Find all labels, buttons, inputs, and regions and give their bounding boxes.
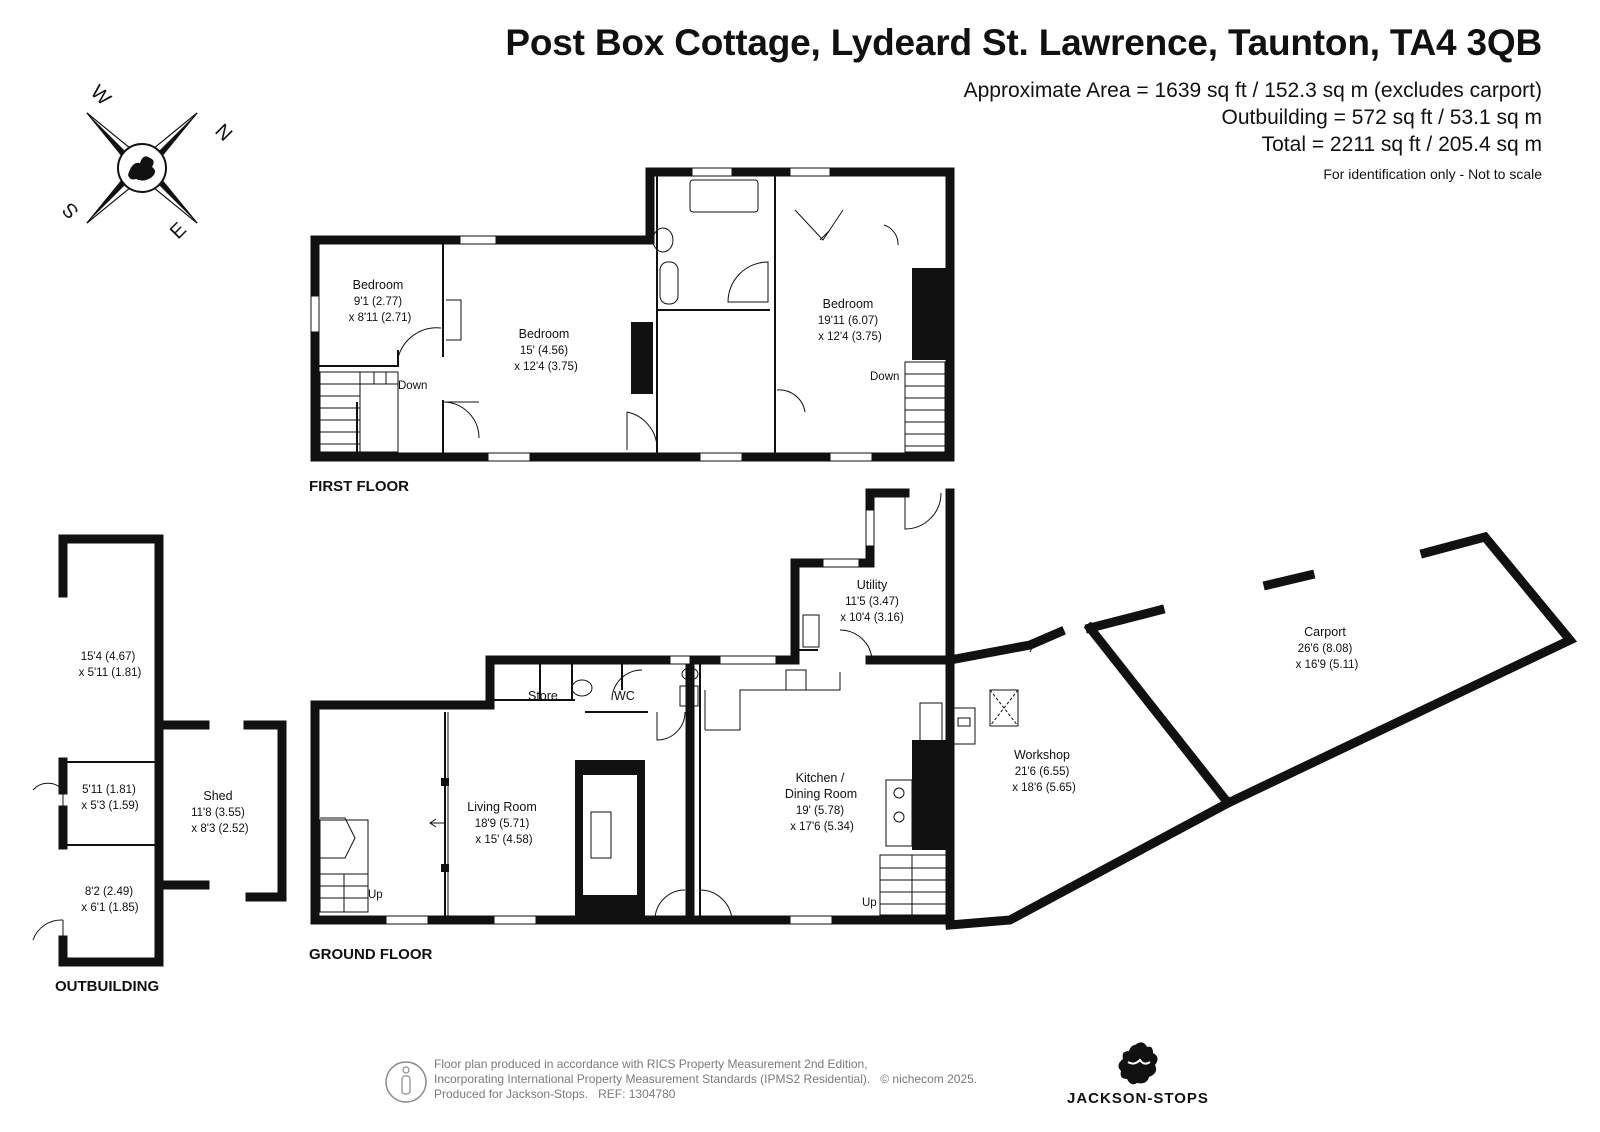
room-bedroom-1: Bedroom 9'1 (2.77) x 8'11 (2.71) [349, 278, 412, 324]
svg-text:19' (5.78): 19' (5.78) [796, 805, 844, 817]
footer-credits: Floor plan produced in accordance with R… [434, 1057, 977, 1102]
svg-text:Living Room: Living Room [467, 800, 536, 814]
compass-e: E [166, 219, 191, 244]
room-carport: Carport 26'6 (8.08) x 16'9 (5.11) [1296, 625, 1359, 671]
svg-text:15' (4.56): 15' (4.56) [520, 345, 568, 357]
svg-text:x 16'9 (5.11): x 16'9 (5.11) [1296, 659, 1359, 671]
compass-n: N [210, 120, 236, 146]
svg-text:5'11 (1.81): 5'11 (1.81) [82, 784, 136, 796]
room-kitchen-dining: Kitchen / Dining Room 19' (5.78) x 17'6 … [785, 771, 857, 833]
footer-line-2: Incorporating International Property Mea… [434, 1072, 978, 1086]
svg-text:18'9 (5.71): 18'9 (5.71) [475, 818, 530, 830]
page-title: Post Box Cottage, Lydeard St. Lawrence, … [505, 22, 1542, 63]
room-bedroom-2: Bedroom 15' (4.56) x 12'4 (3.75) [514, 327, 578, 373]
svg-text:Shed: Shed [203, 789, 232, 803]
compass-rose-icon [86, 112, 198, 224]
svg-text:x 12'4 (3.75): x 12'4 (3.75) [514, 361, 578, 373]
outbuilding-room-1: 15'4 (4.67) x 5'11 (1.81) [79, 651, 142, 679]
svg-text:x 10'4 (3.16): x 10'4 (3.16) [840, 612, 904, 624]
room-shed: Shed 11'8 (3.55) x 8'3 (2.52) [191, 789, 249, 835]
svg-text:x 15' (4.58): x 15' (4.58) [475, 834, 532, 846]
floor-label-outbuilding: OUTBUILDING [55, 978, 159, 995]
compass-s: S [58, 198, 83, 223]
svg-text:Dining Room: Dining Room [785, 787, 857, 801]
svg-text:x 12'4 (3.75): x 12'4 (3.75) [818, 331, 882, 343]
first-floor-plan [310, 167, 955, 462]
footer-copyright: © nichecom 2025. [880, 1072, 978, 1086]
svg-text:8'2 (2.49): 8'2 (2.49) [85, 886, 133, 898]
svg-text:Bedroom: Bedroom [823, 297, 874, 311]
svg-text:x 18'6 (5.65): x 18'6 (5.65) [1012, 782, 1076, 794]
room-living: Living Room 18'9 (5.71) x 15' (4.58) [467, 800, 536, 846]
area-total: Total = 2211 sq ft / 205.4 sq m [1261, 133, 1542, 156]
svg-text:x 5'11 (1.81): x 5'11 (1.81) [79, 667, 142, 679]
area-outbuilding: Outbuilding = 572 sq ft / 53.1 sq m [1221, 106, 1542, 129]
outbuilding-room-3: 8'2 (2.49) x 6'1 (1.85) [81, 886, 138, 914]
room-workshop: Workshop 21'6 (6.55) x 18'6 (5.65) [1012, 748, 1076, 794]
svg-text:Bedroom: Bedroom [353, 278, 404, 292]
svg-text:21'6 (6.55): 21'6 (6.55) [1015, 766, 1070, 778]
footer-ref: REF: 1304780 [598, 1087, 676, 1101]
scale-note: For identification only - Not to scale [1323, 166, 1542, 182]
svg-text:15'4 (4.67): 15'4 (4.67) [81, 651, 136, 663]
room-utility: Utility 11'5 (3.47) x 10'4 (3.16) [840, 578, 904, 624]
svg-text:x 17'6 (5.34): x 17'6 (5.34) [790, 821, 854, 833]
rics-person-icon [385, 1061, 427, 1103]
svg-text:x 6'1 (1.85): x 6'1 (1.85) [81, 902, 138, 914]
svg-text:Utility: Utility [857, 578, 888, 592]
stairs-up-label: Up [862, 897, 877, 909]
outbuilding-plan [32, 534, 287, 967]
floor-label-first: FIRST FLOOR [309, 478, 409, 495]
svg-text:Kitchen /: Kitchen / [796, 771, 845, 785]
room-store: Store [528, 689, 558, 703]
jackson-stops-logo-icon [1118, 1042, 1158, 1085]
footer-line-3: Produced for Jackson-Stops. REF: 1304780 [434, 1087, 676, 1101]
svg-text:x 8'3 (2.52): x 8'3 (2.52) [191, 823, 248, 835]
svg-text:Bedroom: Bedroom [519, 327, 570, 341]
stairs-down-label: Down [870, 371, 899, 383]
stairs-up-label: Up [368, 889, 383, 901]
svg-text:19'11 (6.07): 19'11 (6.07) [818, 315, 878, 327]
outbuilding-room-2: 5'11 (1.81) x 5'3 (1.59) [81, 784, 138, 812]
svg-text:x 5'3 (1.59): x 5'3 (1.59) [81, 800, 138, 812]
brand-name: JACKSON-STOPS [1067, 1090, 1209, 1107]
svg-text:26'6 (8.08): 26'6 (8.08) [1298, 643, 1353, 655]
svg-text:Workshop: Workshop [1014, 748, 1070, 762]
floor-label-ground: GROUND FLOOR [309, 946, 432, 963]
svg-text:11'8 (3.55): 11'8 (3.55) [191, 807, 245, 819]
svg-text:11'5 (3.47): 11'5 (3.47) [845, 596, 899, 608]
ground-floor-plan [310, 488, 1578, 930]
svg-text:Carport: Carport [1304, 625, 1346, 639]
room-wc: WC [614, 689, 635, 703]
room-bedroom-3: Bedroom 19'11 (6.07) x 12'4 (3.75) [818, 297, 882, 343]
compass-w: W [86, 81, 115, 110]
svg-text:9'1 (2.77): 9'1 (2.77) [354, 296, 402, 308]
svg-text:x 8'11 (2.71): x 8'11 (2.71) [349, 312, 412, 324]
area-main: Approximate Area = 1639 sq ft / 152.3 sq… [963, 79, 1542, 102]
footer-line-1: Floor plan produced in accordance with R… [434, 1057, 868, 1071]
stairs-down-label: Down [398, 380, 427, 392]
